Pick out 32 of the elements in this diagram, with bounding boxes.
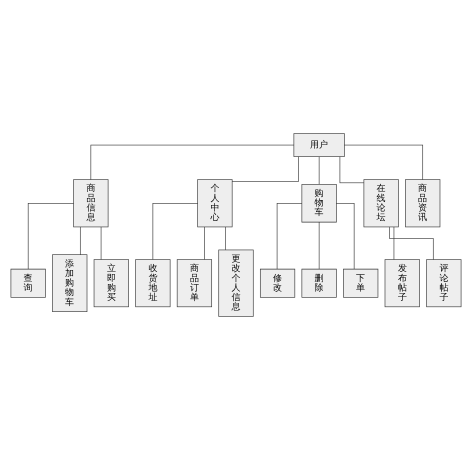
connector <box>389 226 434 260</box>
node-box: 收货地址 <box>135 259 170 308</box>
connector <box>100 226 102 260</box>
connector <box>318 156 320 184</box>
connector <box>340 156 364 184</box>
connector <box>152 202 198 260</box>
node-box: 发布帖子 <box>384 259 420 308</box>
connector <box>232 156 299 182</box>
node-box: 删除 <box>302 268 337 298</box>
node-box: 评论帖子 <box>426 259 462 308</box>
connector <box>80 226 81 255</box>
node-box: 更改个人信息 <box>218 250 254 317</box>
node-box: 用户 <box>294 133 345 157</box>
node-box: 立即购买 <box>94 259 129 308</box>
connector <box>336 202 354 270</box>
connector <box>28 202 74 270</box>
node-box: 购物车 <box>302 184 337 222</box>
node-box: 个人中心 <box>197 179 232 228</box>
node-box: 商品资讯 <box>405 179 440 228</box>
node-box: 商品订单 <box>176 259 212 308</box>
connector <box>225 226 226 250</box>
node-box: 查询 <box>10 268 46 298</box>
node-box: 添加购物车 <box>52 254 88 312</box>
node-box: 在线论坛 <box>364 179 399 228</box>
node-box: 下单 <box>343 268 378 298</box>
connector <box>344 144 424 180</box>
node-box: 商品信息 <box>73 179 108 228</box>
connector <box>204 226 205 260</box>
connector <box>276 202 302 270</box>
connector <box>318 222 320 270</box>
connector <box>90 144 294 180</box>
node-box: 修改 <box>260 268 296 298</box>
